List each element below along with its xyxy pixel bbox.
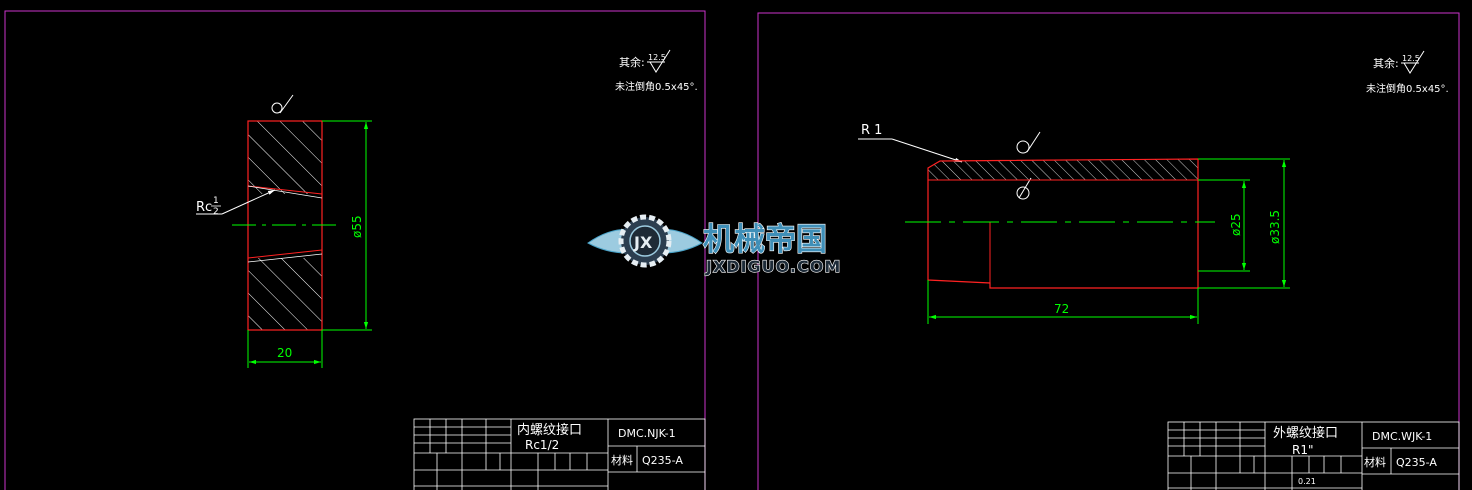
- left-note-rest: 其余:: [619, 55, 645, 69]
- left-thread-line-3: [247, 249, 323, 259]
- left-thread-label: Rc: [196, 200, 212, 215]
- left-thread-frac-den: 2: [213, 207, 219, 217]
- right-title-name: 外螺纹接口: [1273, 425, 1338, 441]
- watermark-name: 机械帝国: [703, 222, 827, 258]
- right-roughness-value: 12.5: [1402, 54, 1420, 63]
- sheet-right-frame: [757, 12, 1460, 490]
- right-dim-inner: ø25: [1229, 213, 1243, 236]
- left-dim-width: 20: [277, 346, 292, 360]
- right-roughness-symbol: [1401, 50, 1425, 74]
- gear-inner-icon: [629, 225, 661, 257]
- right-note-rest: 其余:: [1373, 56, 1399, 70]
- right-surface-symbol-top: [1016, 140, 1030, 154]
- sheet-right: 其余: 12.5 未注倒角0.5x45°. R 1 ø25 ø33.5: [757, 12, 1460, 490]
- left-part-hatch-bottom: [248, 258, 322, 330]
- sheet-left-frame: [4, 10, 706, 490]
- right-surface-symbol-bottom: [1016, 186, 1030, 200]
- left-title-spec: Rc1/2: [525, 438, 559, 452]
- left-thread-leader-2: [221, 189, 276, 215]
- right-chamfer-note: 未注倒角0.5x45°.: [1366, 82, 1449, 95]
- right-scale: 0.21: [1298, 477, 1316, 486]
- sheet-left: 其余: 12.5 未注倒角0.5x45°. Rc 1 2 ø55 20: [4, 10, 706, 490]
- left-material-label: 材料: [611, 453, 633, 467]
- left-title-name: 内螺纹接口: [517, 422, 582, 438]
- left-part-hatch-top: [248, 121, 322, 194]
- right-material: Q235-A: [1396, 456, 1437, 469]
- logo-letters: JX: [633, 233, 653, 252]
- left-dim-diameter: ø55: [350, 215, 364, 238]
- left-roughness-symbol: [647, 49, 671, 73]
- right-part-outline: [927, 158, 1199, 289]
- left-material: Q235-A: [642, 454, 683, 467]
- left-thread-frac-num: 1: [213, 196, 219, 206]
- right-dim-length: 72: [1054, 302, 1069, 316]
- left-drawing-no: DMC.NJK-1: [618, 427, 676, 440]
- left-surface-symbol-tail: [279, 94, 294, 114]
- right-drawing-no: DMC.WJK-1: [1372, 430, 1432, 443]
- left-thread-line-2: [247, 185, 323, 199]
- left-thread-line-1: [247, 185, 323, 195]
- left-roughness-value: 12.5: [648, 53, 666, 62]
- right-radius-label: R 1: [861, 123, 882, 138]
- left-title-block: [413, 418, 706, 490]
- right-title-block: [1167, 421, 1460, 490]
- left-thread-line-4: [247, 253, 323, 263]
- right-part-hatch: [928, 159, 1198, 180]
- right-dim-outer: ø33.5: [1268, 210, 1282, 244]
- left-surface-symbol: [271, 102, 283, 114]
- left-chamfer-note: 未注倒角0.5x45°.: [615, 80, 698, 93]
- watermark-logo: JX 机械帝国 JXDIGUO.COM: [587, 214, 841, 277]
- right-title-spec: R1": [1292, 443, 1314, 457]
- watermark-url: JXDIGUO.COM: [705, 257, 841, 276]
- right-material-label: 材料: [1364, 455, 1386, 469]
- right-surface-symbol-bottom-tail: [1018, 177, 1032, 199]
- right-surface-symbol-top-tail: [1026, 131, 1041, 153]
- right-radius-leader-2: [891, 138, 963, 163]
